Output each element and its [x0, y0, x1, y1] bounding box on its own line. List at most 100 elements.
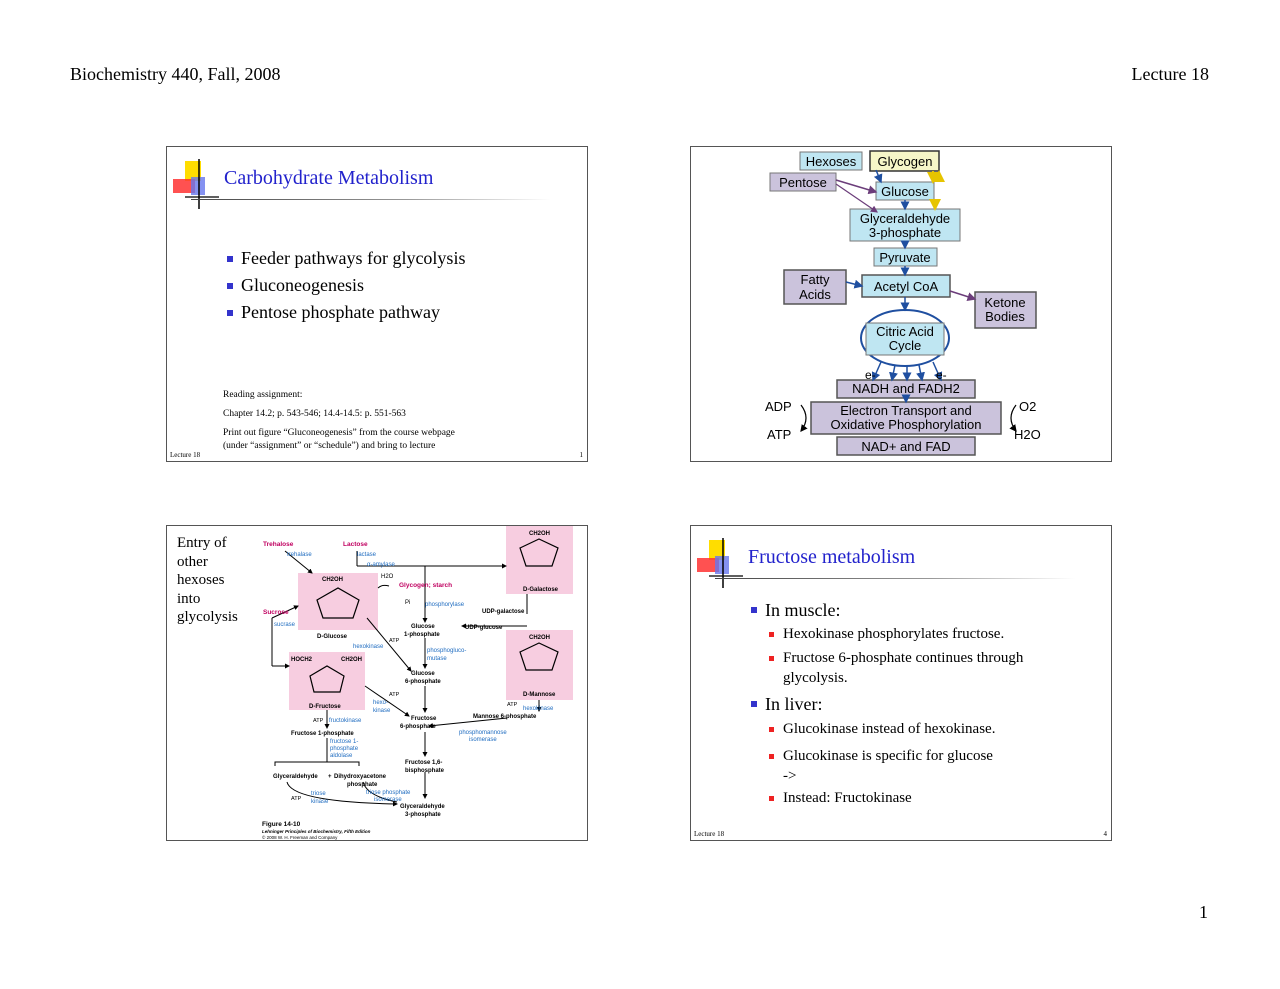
g3p-label: Glyceraldehyde — [400, 804, 445, 810]
mannose-6p-label: Mannose 6-phosphate — [473, 714, 537, 720]
bullet-square-icon — [227, 283, 233, 289]
title-rule — [715, 578, 1075, 579]
hexokinase-label: kinase — [373, 708, 391, 714]
bullet-item: In liver: — [749, 692, 822, 716]
glyceraldehyde-label: Glyceraldehyde — [273, 774, 318, 780]
copyright-label: © 2008 W. H. Freeman and Company — [262, 834, 338, 840]
etc-box — [810, 401, 1002, 435]
pentose-label: Pentose — [779, 175, 827, 190]
glycogen-box — [869, 150, 940, 172]
fructose-6p-label: 6-phosphate — [400, 724, 436, 730]
f1p-aldolase-label: phosphate — [330, 746, 359, 752]
slide-hexose-entry: Entry of other hexoses into glycolysis — [166, 525, 588, 841]
adp-label: ADP — [765, 399, 792, 414]
hexokinase-label: hexokinase — [353, 644, 384, 650]
slide-footer-number: 1 — [579, 451, 584, 459]
g3p-label: Glyceraldehyde — [860, 211, 950, 226]
lactose-label: Lactose — [343, 541, 368, 548]
g3p-label: 3-phosphate — [869, 225, 941, 240]
pyruvate-label: Pyruvate — [879, 250, 930, 265]
sub-bullet-item: Glucokinase is specific for glucose-> — [767, 746, 995, 786]
o2-label: O2 — [1019, 399, 1036, 414]
ketone-bodies-box — [974, 291, 1037, 329]
galactose-panel — [506, 526, 573, 594]
bullet-square-icon — [769, 754, 774, 759]
entry-caption: Entry of other hexoses into glycolysis — [177, 535, 238, 625]
title-rule — [191, 199, 551, 200]
sub-bullet-item: Glucokinase instead of hexokinase. — [767, 719, 995, 739]
sucrase-label: sucrase — [274, 622, 296, 628]
ch2oh-label: CH2OH — [529, 531, 550, 537]
figure-label: Figure 14-10 — [262, 821, 301, 828]
electron-label: e- — [936, 368, 947, 382]
citric-acid-label: Citric Acid — [876, 324, 934, 339]
udp-glucose-label: UDP-glucose — [465, 625, 503, 631]
slide-title: Carbohydrate Metabolism — [224, 167, 434, 189]
glucose-6p-label: Glucose — [411, 671, 435, 677]
slide-title: Fructose metabolism — [748, 546, 916, 568]
dhap-label: Dihydroxyacetone — [334, 774, 387, 780]
h2o-label: H2O — [1014, 427, 1041, 442]
sucrose-label: Sucrose — [263, 609, 289, 616]
bullet-item: Gluconeogenesis — [225, 272, 465, 299]
nad-label: NAD+ and FAD — [861, 439, 950, 454]
udp-galactose-label: UDP-galactose — [482, 609, 525, 615]
reading-print-line: Print out figure “Gluconeogenesis” from … — [223, 428, 455, 438]
fructose-panel — [289, 652, 365, 710]
alpha-amylase-label: α-amylase — [367, 562, 395, 568]
slide-footer-number: 4 — [1103, 830, 1108, 838]
d-mannose-label: D-Mannose — [523, 692, 556, 698]
ch2oh-label: CH2OH — [341, 657, 362, 663]
slide-footer-label: Lecture 18 — [694, 830, 725, 838]
fructose-6p-label: Fructose — [411, 716, 437, 722]
bullet-list: Feeder pathways for glycolysis Gluconeog… — [225, 245, 465, 326]
triose-kinase-label: triose — [311, 791, 326, 797]
d-galactose-label: D-Galactose — [523, 587, 559, 593]
bullet-square-icon — [769, 656, 774, 661]
bullet-list: In muscle: — [749, 598, 840, 622]
glycogen-starch-label: Glycogen; starch — [399, 582, 452, 589]
bullet-item: Pentose phosphate pathway — [225, 299, 465, 326]
page-header-course: Biochemistry 440, Fall, 2008 — [70, 64, 281, 84]
tpi-label: triose phosphate — [366, 790, 411, 796]
bullet-list: In liver: — [749, 692, 822, 716]
bullet-square-icon — [751, 701, 757, 707]
bullet-square-icon — [769, 727, 774, 732]
fructose-16bp-label: bisphosphate — [405, 768, 445, 774]
tpi-label: isomerase — [374, 797, 402, 803]
lactase-label: lactase — [357, 552, 377, 558]
f1p-aldolase-label: aldolase — [330, 753, 353, 759]
sub-bullet-item: Instead: Fructokinase — [767, 788, 995, 808]
plus-sign: + — [328, 774, 332, 780]
bullet-square-icon — [769, 632, 774, 637]
slide-fructose-metabolism: Fructose metabolism In muscle: Hexokinas… — [690, 525, 1112, 841]
atp-label: ATP — [507, 702, 518, 708]
slide-title-graphic — [697, 538, 743, 588]
h2o-label: H2O — [381, 574, 394, 580]
nad-box — [836, 436, 976, 456]
citric-acid-box — [865, 322, 945, 356]
book-label: Lehninger Principles of Biochemistry, Fi… — [262, 829, 371, 834]
dhap-label: phosphate — [347, 782, 378, 788]
glucose-panel — [298, 573, 378, 630]
ch2oh-label: CH2OH — [322, 577, 343, 583]
electron-label: e- — [865, 368, 876, 382]
hexokinase-label: hexo- — [373, 700, 388, 706]
atp-label: ATP — [389, 692, 400, 698]
sub-bullet-item: Hexokinase phosphorylates fructose. — [767, 624, 1023, 644]
page-header-lecture: Lecture 18 — [1131, 64, 1209, 84]
triose-kinase-label: kinase — [311, 799, 329, 805]
fatty-acids-box — [783, 269, 847, 305]
f1p-aldolase-label: fructose 1- — [330, 739, 358, 745]
glucose-6p-label: 6-phosphate — [405, 679, 441, 685]
phosphoglucomutase-label: phosphogluco- — [427, 648, 466, 654]
sub-bullet-list: Glucokinase instead of hexokinase. Gluco… — [767, 719, 995, 808]
atp-label: ATP — [313, 718, 324, 724]
ch2oh-label: CH2OH — [529, 635, 550, 641]
phosphomannose-isomerase-label: phosphomannose — [459, 730, 507, 736]
mannose-panel — [506, 630, 573, 700]
bullet-square-icon — [227, 256, 233, 262]
pentose-box — [769, 172, 837, 192]
hexoses-box — [799, 151, 863, 171]
